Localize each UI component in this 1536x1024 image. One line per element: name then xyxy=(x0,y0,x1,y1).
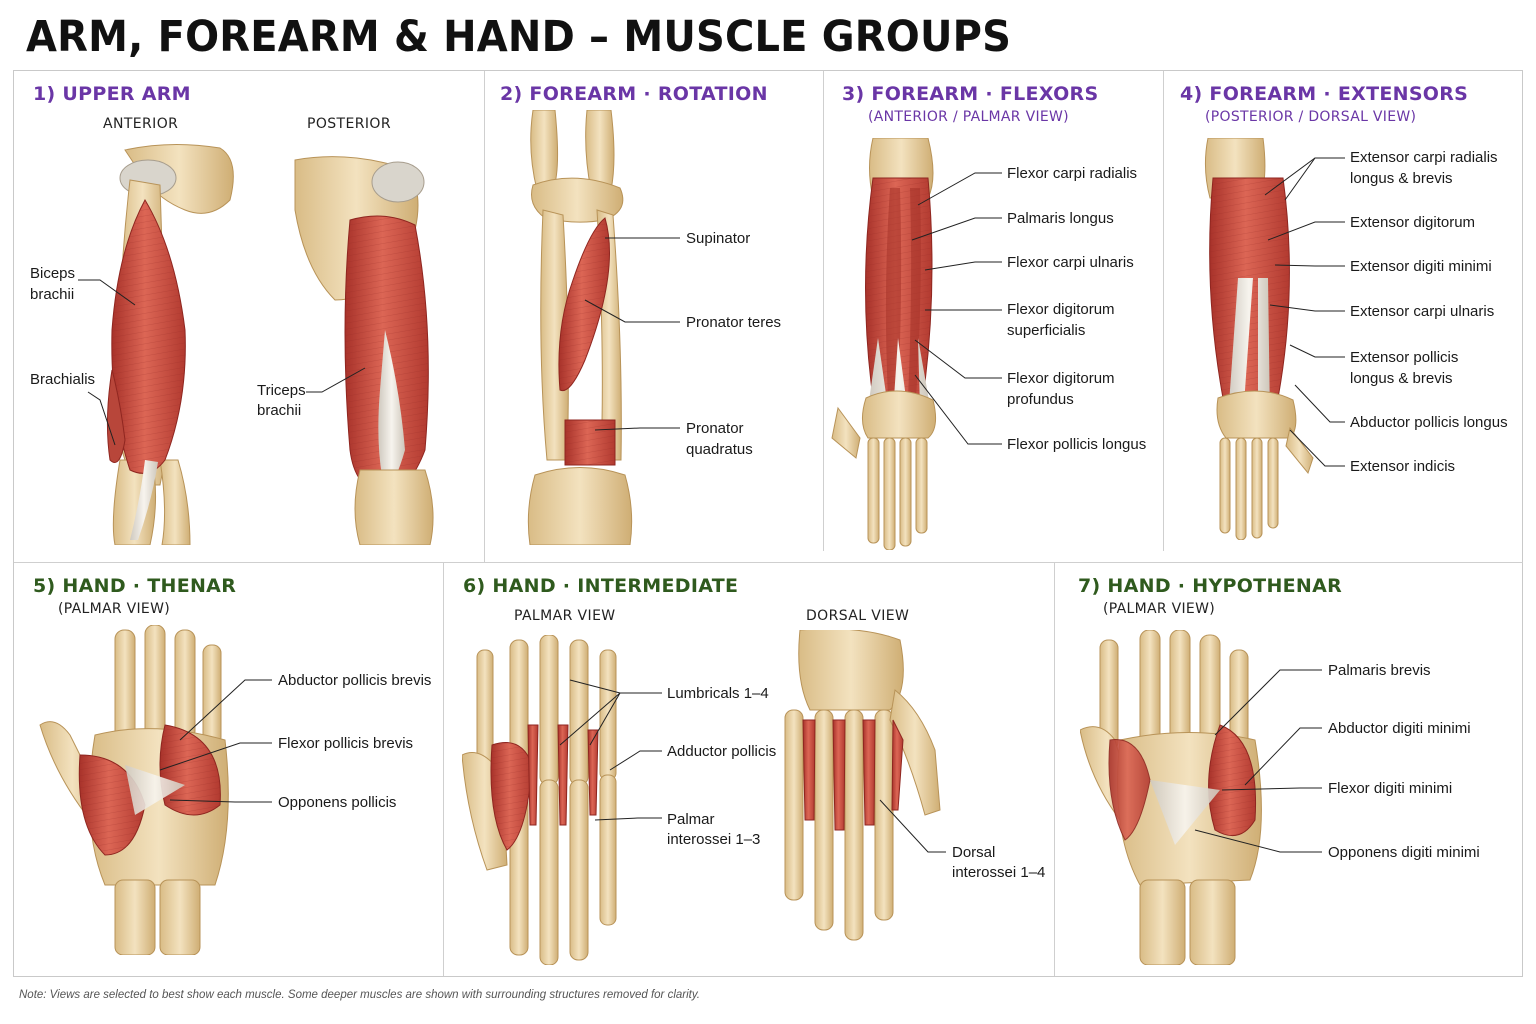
label-pronator-teres: Pronator teres xyxy=(686,314,782,331)
label-biceps-brachii-1: Biceps xyxy=(30,265,76,282)
intermediate-palmar-hand-illustration xyxy=(462,635,617,965)
forearm-extensors-illustration xyxy=(1204,138,1314,540)
col-divider-1-2 xyxy=(484,71,485,562)
panel-frame xyxy=(13,70,1523,977)
panel-title-hand-intermediate: 6) HAND · INTERMEDIATE xyxy=(463,575,739,597)
label-extensor-carpi-radialis-2: longus & brevis xyxy=(1350,170,1453,187)
view-label-posterior: POSTERIOR xyxy=(307,116,391,132)
label-extensor-digiti-minimi: Extensor digiti minimi xyxy=(1350,258,1492,275)
label-extensor-carpi-radialis-1: Extensor carpi radialis xyxy=(1350,149,1498,166)
view-label-palmar: PALMAR VIEW xyxy=(514,608,616,624)
label-flexor-pollicis-longus: Flexor pollicis longus xyxy=(1007,436,1147,453)
panel-title-hand-thenar: 5) HAND · THENAR xyxy=(33,575,237,597)
label-flexor-carpi-ulnaris: Flexor carpi ulnaris xyxy=(1007,254,1134,271)
label-biceps-brachii-2: brachii xyxy=(30,286,75,303)
label-supinator: Supinator xyxy=(686,230,751,247)
label-extensor-indicis: Extensor indicis xyxy=(1350,458,1456,475)
label-abductor-digiti-minimi: Abductor digiti minimi xyxy=(1328,720,1471,737)
label-flexor-digitorum-profundus-1: Flexor digitorum xyxy=(1007,370,1115,387)
label-opponens-pollicis: Opponens pollicis xyxy=(278,794,397,811)
label-abductor-pollicis-longus: Abductor pollicis longus xyxy=(1350,414,1508,431)
label-palmaris-brevis: Palmaris brevis xyxy=(1328,662,1431,679)
panel-subtitle-forearm-flexors: (ANTERIOR / PALMAR VIEW) xyxy=(868,109,1069,125)
posterior-arm-illustration xyxy=(294,156,434,545)
label-extensor-digitorum: Extensor digitorum xyxy=(1350,214,1476,231)
label-flexor-digitorum-superficialis-1: Flexor digitorum xyxy=(1007,301,1115,318)
label-flexor-digiti-minimi: Flexor digiti minimi xyxy=(1328,780,1453,797)
label-pronator-quadratus-2: quadratus xyxy=(686,441,753,458)
panel-title-upper-arm: 1) UPPER ARM xyxy=(33,83,191,105)
label-triceps-brachii-2: brachii xyxy=(257,402,302,419)
panel-title-forearm-rotation: 2) FOREARM · ROTATION xyxy=(500,83,768,105)
hypothenar-hand-illustration xyxy=(1080,630,1262,965)
label-flexor-digitorum-profundus-2: profundus xyxy=(1007,391,1074,408)
anterior-arm-illustration xyxy=(106,143,234,545)
label-extensor-carpi-ulnaris: Extensor carpi ulnaris xyxy=(1350,303,1495,320)
view-label-anterior: ANTERIOR xyxy=(103,116,179,132)
label-flexor-digitorum-superficialis-2: superficialis xyxy=(1007,322,1086,339)
col-divider-6-7 xyxy=(1054,563,1055,976)
forearm-flexors-illustration xyxy=(831,138,937,550)
label-lumbricals: Lumbricals 1–4 xyxy=(667,685,769,702)
label-pronator-quadratus-1: Pronator xyxy=(686,420,744,437)
col-divider-2-3 xyxy=(823,71,824,551)
footnote: Note: Views are selected to best show ea… xyxy=(19,989,700,1001)
label-triceps-brachii-1: Triceps xyxy=(257,382,306,399)
label-dorsal-interossei-2: interossei 1–4 xyxy=(952,864,1046,881)
panel-subtitle-hand-thenar: (PALMAR VIEW) xyxy=(58,601,170,617)
thenar-hand-illustration xyxy=(39,625,229,955)
row-divider xyxy=(14,562,1523,563)
label-opponens-digiti-minimi: Opponens digiti minimi xyxy=(1328,844,1480,861)
label-dorsal-interossei-1: Dorsal xyxy=(952,844,996,861)
label-flexor-carpi-radialis: Flexor carpi radialis xyxy=(1007,165,1138,182)
forearm-rotation-illustration xyxy=(527,110,633,545)
panel-title-forearm-flexors: 3) FOREARM · FLEXORS xyxy=(842,83,1099,105)
panel-subtitle-forearm-extensors: (POSTERIOR / DORSAL VIEW) xyxy=(1205,109,1417,125)
intermediate-dorsal-hand-illustration xyxy=(784,630,941,941)
label-flexor-pollicis-brevis: Flexor pollicis brevis xyxy=(278,735,414,752)
label-extensor-pollicis-1: Extensor pollicis xyxy=(1350,349,1459,366)
label-abductor-pollicis-brevis: Abductor pollicis brevis xyxy=(278,672,432,689)
label-palmar-interossei-1: Palmar xyxy=(667,811,715,828)
col-divider-3-4 xyxy=(1163,71,1164,551)
panel-subtitle-hand-hypothenar: (PALMAR VIEW) xyxy=(1103,601,1215,617)
col-divider-5-6 xyxy=(443,563,444,976)
label-brachialis: Brachialis xyxy=(30,371,96,388)
label-palmar-interossei-2: interossei 1–3 xyxy=(667,831,761,848)
page-title: ARM, FOREARM & HAND – MUSCLE GROUPS xyxy=(26,12,1012,62)
label-palmaris-longus: Palmaris longus xyxy=(1007,210,1114,227)
panel-title-forearm-extensors: 4) FOREARM · EXTENSORS xyxy=(1180,83,1469,105)
view-label-dorsal: DORSAL VIEW xyxy=(806,608,910,624)
panel-title-hand-hypothenar: 7) HAND · HYPOTHENAR xyxy=(1078,575,1343,597)
label-extensor-pollicis-2: longus & brevis xyxy=(1350,370,1453,387)
label-adductor-pollicis: Adductor pollicis xyxy=(667,743,777,760)
